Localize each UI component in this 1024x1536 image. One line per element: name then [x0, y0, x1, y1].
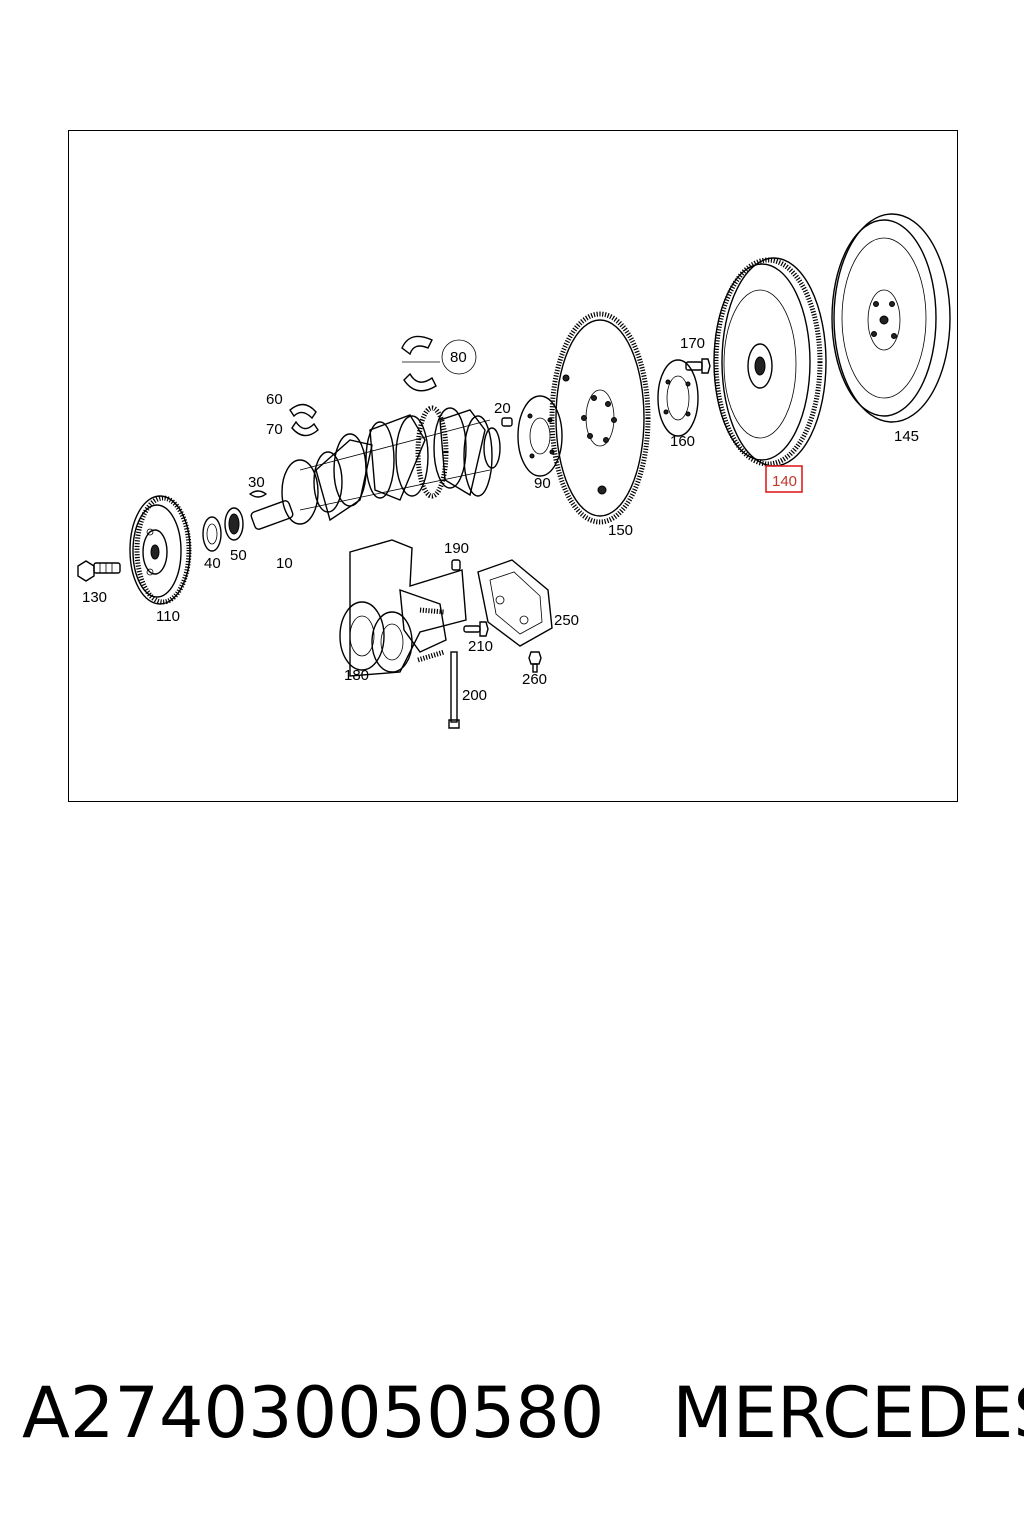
callout-60[interactable]: 60 [266, 391, 283, 408]
part-250-cover[interactable] [477, 559, 553, 647]
part-20-pin[interactable] [501, 417, 513, 427]
callout-140[interactable]: 140 [772, 473, 797, 490]
callout-90[interactable]: 90 [534, 475, 551, 492]
callout-10[interactable]: 10 [276, 555, 293, 572]
part-200-long-bolt[interactable] [448, 651, 460, 729]
part-170-bolt[interactable] [685, 358, 711, 374]
callout-130[interactable]: 130 [82, 589, 107, 606]
callout-210[interactable]: 210 [468, 638, 493, 655]
callout-50[interactable]: 50 [230, 547, 247, 564]
callout-40[interactable]: 40 [204, 555, 221, 572]
diagram-frame [68, 130, 958, 802]
callout-200[interactable]: 200 [462, 687, 487, 704]
part-60-70-bearing-shells[interactable] [289, 403, 319, 437]
highlight-box-140 [765, 465, 803, 493]
callout-labels: 10 20 30 40 50 60 70 80 90 110 130 140 1… [82, 335, 919, 704]
part-80-thrust-washers[interactable] [401, 335, 477, 392]
callout-80[interactable]: 80 [450, 349, 467, 366]
caption: A274030050580 MERCEDES [22, 1372, 1024, 1462]
part-130-bolt[interactable] [77, 560, 121, 582]
callout-260[interactable]: 260 [522, 671, 547, 688]
part-40-seal[interactable] [202, 516, 222, 552]
part-30-key[interactable] [248, 490, 268, 498]
part-145-flywheel[interactable] [831, 213, 951, 423]
callout-190[interactable]: 190 [444, 540, 469, 557]
callout-150[interactable]: 150 [608, 522, 633, 539]
callout-20[interactable]: 20 [494, 400, 511, 417]
callout-180[interactable]: 180 [344, 667, 369, 684]
callout-145[interactable]: 145 [894, 428, 919, 445]
callout-110[interactable]: 110 [156, 608, 180, 625]
part-180-connecting-rod-assembly[interactable] [339, 539, 467, 677]
part-210-bolt[interactable] [463, 621, 489, 637]
part-150-flexplate[interactable] [549, 311, 651, 525]
callout-30[interactable]: 30 [248, 474, 265, 491]
part-10-crankshaft[interactable] [250, 405, 501, 530]
part-number: A274030050580 [22, 1372, 605, 1454]
part-260-bolt[interactable] [528, 651, 542, 673]
part-160-spacer[interactable] [657, 359, 699, 437]
part-110-pulley[interactable] [129, 495, 192, 605]
callout-250[interactable]: 250 [554, 612, 579, 629]
callout-160[interactable]: 160 [670, 433, 695, 450]
part-90-plate[interactable] [517, 395, 563, 477]
part-190-dowel[interactable] [451, 559, 461, 571]
part-140-flywheel[interactable] [713, 257, 827, 467]
brand-name: MERCEDES [672, 1372, 1024, 1454]
callout-170[interactable]: 170 [680, 335, 705, 352]
part-50-ring[interactable] [224, 507, 244, 541]
callout-70[interactable]: 70 [266, 421, 283, 438]
